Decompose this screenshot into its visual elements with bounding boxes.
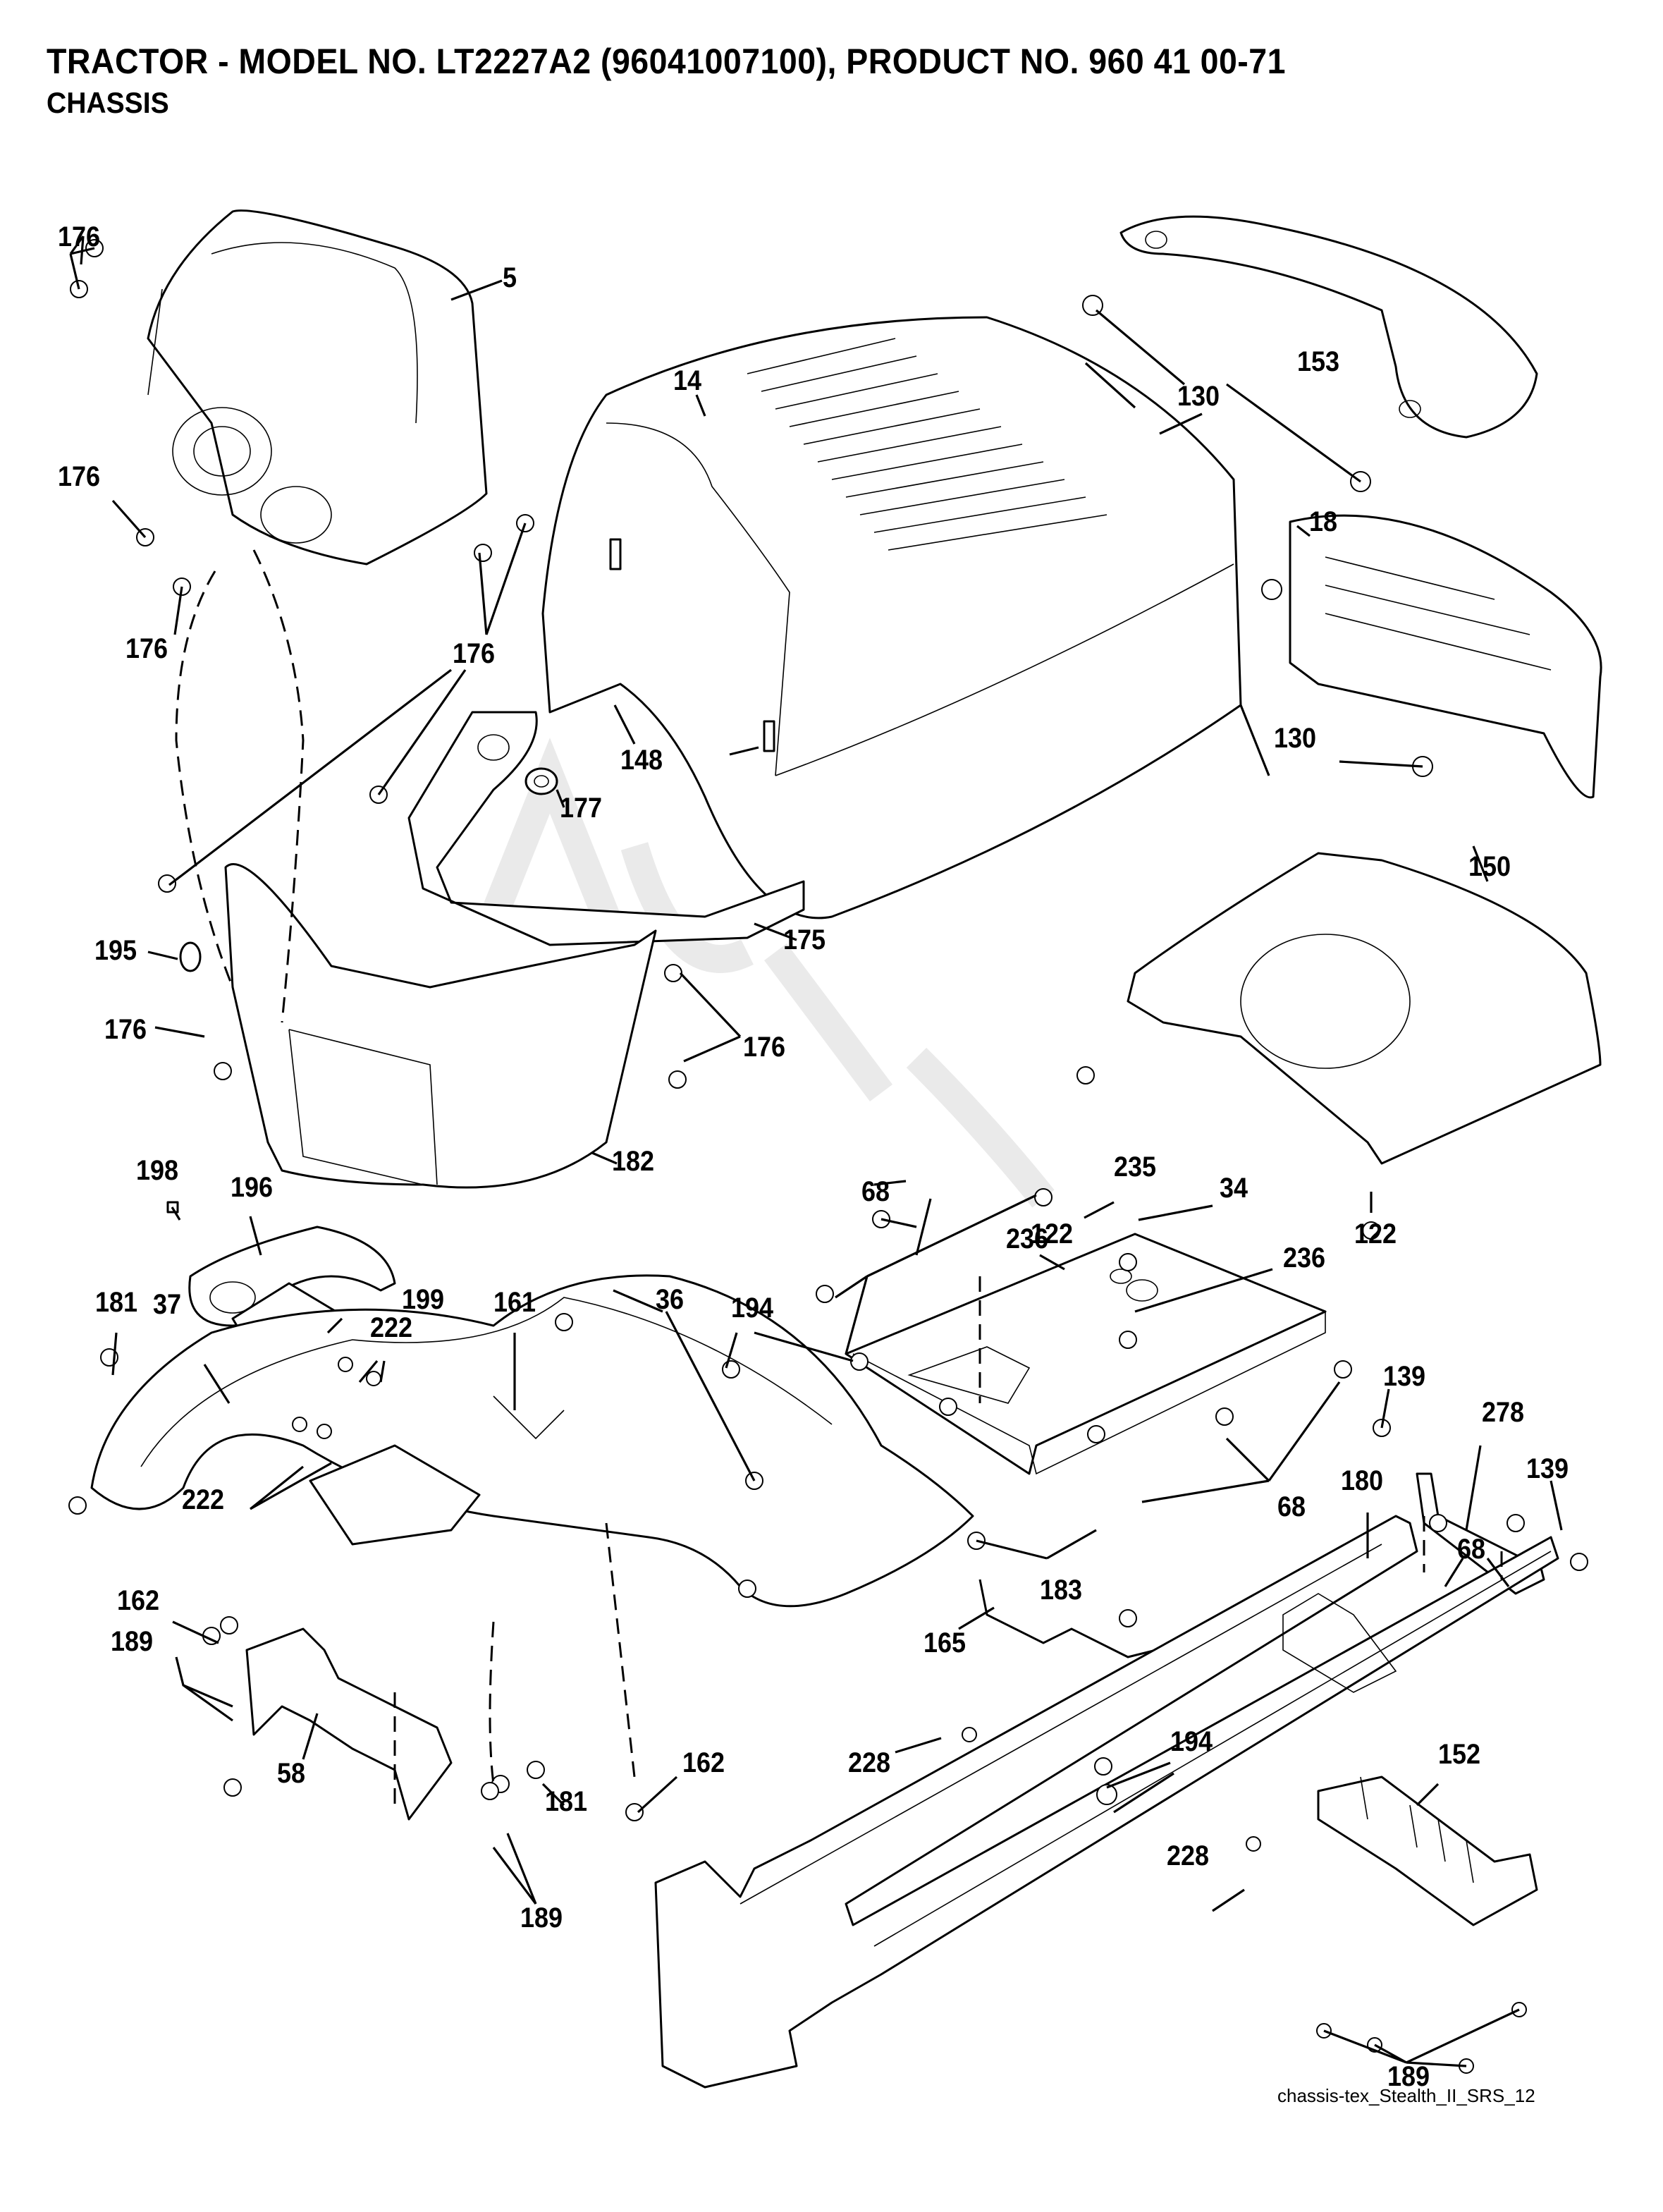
callout-235: 235 xyxy=(1114,1151,1157,1183)
hood-vent-slots xyxy=(747,338,1107,551)
rod-165-part xyxy=(978,1579,1157,1658)
pad-148-a xyxy=(609,538,622,570)
callout-165: 165 xyxy=(923,1627,966,1658)
callout-130: 130 xyxy=(1177,381,1220,412)
callout-196: 196 xyxy=(231,1172,274,1203)
callout-181: 181 xyxy=(545,1786,588,1817)
callout-222: 222 xyxy=(370,1312,413,1343)
drawing-id: chassis-tex_Stealth_II_SRS_12 xyxy=(1277,2085,1535,2106)
pad-148-b xyxy=(763,720,775,752)
callout-176: 176 xyxy=(104,1014,147,1045)
shift-console-part xyxy=(188,1226,396,1327)
callout-18: 18 xyxy=(1309,506,1338,537)
callout-162: 162 xyxy=(682,1747,725,1778)
callout-130: 130 xyxy=(1274,723,1317,754)
hood-part xyxy=(541,316,1242,919)
callout-162: 162 xyxy=(117,1585,160,1616)
dashboard-console-part xyxy=(147,209,488,566)
section-title: CHASSIS xyxy=(47,86,169,119)
leader-lines xyxy=(69,236,1563,2067)
callout-153: 153 xyxy=(1297,346,1340,377)
callout-189: 189 xyxy=(111,1626,154,1657)
diagram-title: TRACTOR - MODEL NO. LT2227A2 (9604100710… xyxy=(47,42,1286,81)
callout-176: 176 xyxy=(58,461,101,492)
callout-194: 194 xyxy=(1170,1726,1213,1757)
plug-195 xyxy=(179,941,202,972)
fuel-tank-cover-part xyxy=(1127,852,1602,1165)
callout-34: 34 xyxy=(1220,1173,1248,1204)
bracket-58-part xyxy=(245,1627,453,1821)
callout-37: 37 xyxy=(153,1289,182,1320)
callout-198: 198 xyxy=(136,1155,179,1186)
callout-189: 189 xyxy=(1387,2061,1430,2092)
seat-pan-part xyxy=(845,1233,1327,1475)
callout-228: 228 xyxy=(1167,1840,1210,1871)
callout-181: 181 xyxy=(95,1287,138,1318)
bushing-part xyxy=(524,767,558,795)
callout-58: 58 xyxy=(277,1758,306,1789)
callout-228: 228 xyxy=(848,1747,891,1778)
callout-139: 139 xyxy=(1526,1453,1569,1484)
callout-152: 152 xyxy=(1438,1739,1481,1770)
callout-5: 5 xyxy=(503,262,517,293)
callout-68: 68 xyxy=(1277,1491,1306,1522)
callout-182: 182 xyxy=(612,1146,655,1177)
callout-199: 199 xyxy=(402,1284,445,1315)
callout-195: 195 xyxy=(94,935,137,966)
callout-122: 122 xyxy=(1354,1218,1397,1249)
callout-175: 175 xyxy=(783,924,826,955)
bumper-cover-part xyxy=(1119,215,1538,439)
callout-36: 36 xyxy=(656,1284,685,1315)
fender-part xyxy=(90,1274,974,1608)
grille-part xyxy=(1289,514,1602,799)
dash-panel-part xyxy=(179,863,657,1189)
callout-68: 68 xyxy=(1457,1534,1486,1565)
callout-68: 68 xyxy=(861,1176,890,1207)
callout-176: 176 xyxy=(125,633,168,664)
callout-176: 176 xyxy=(453,638,496,669)
steering-bracket-part xyxy=(407,711,805,946)
callout-139: 139 xyxy=(1383,1361,1426,1392)
callout-194: 194 xyxy=(731,1293,774,1324)
guard-part xyxy=(1317,1776,1538,1926)
callout-176: 176 xyxy=(743,1032,786,1063)
callout-183: 183 xyxy=(1040,1575,1083,1606)
callout-278: 278 xyxy=(1482,1397,1525,1428)
callout-236: 236 xyxy=(1283,1242,1326,1273)
callout-222: 222 xyxy=(182,1484,225,1515)
callout-122: 122 xyxy=(1031,1218,1074,1249)
callout-14: 14 xyxy=(673,365,702,396)
callout-150: 150 xyxy=(1468,851,1511,882)
callout-189: 189 xyxy=(520,1902,563,1933)
callout-177: 177 xyxy=(560,793,603,824)
callout-161: 161 xyxy=(493,1287,536,1318)
callout-236: 236 xyxy=(1006,1223,1049,1254)
callout-176: 176 xyxy=(58,221,101,252)
assembly-paths xyxy=(175,549,1503,1805)
callout-180: 180 xyxy=(1341,1465,1384,1496)
callout-148: 148 xyxy=(620,745,663,776)
fasteners xyxy=(68,239,1588,2074)
